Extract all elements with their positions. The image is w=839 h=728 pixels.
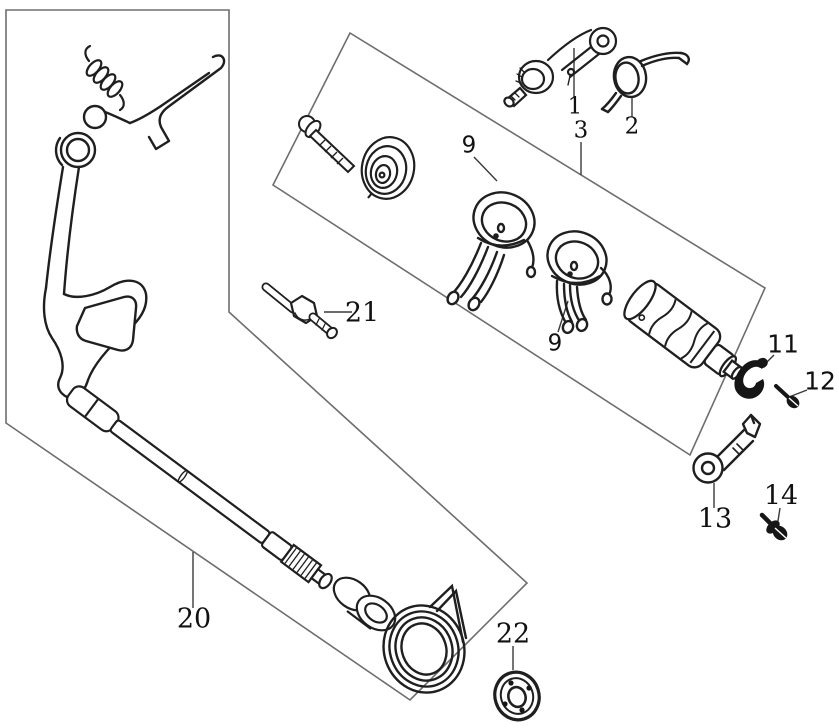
part-label-2: 2 [624, 113, 640, 140]
part-label-21: 21 [344, 297, 380, 329]
part-label-11: 11 [767, 329, 799, 359]
part-label-9a: 9 [461, 132, 477, 159]
stopper-arm-bolt [759, 512, 788, 541]
shift-fork-right [546, 230, 613, 335]
pedal-and-spindle-box-outline [5, 9, 529, 702]
part-label-3: 3 [573, 117, 589, 144]
stopper-cam-disc [360, 136, 416, 200]
gearshift-pedal [42, 54, 226, 399]
part-label-20: 20 [176, 603, 212, 635]
shift-fork-left [446, 191, 537, 312]
part-label-12: 12 [804, 366, 836, 396]
shift-arm-assembly [503, 26, 618, 108]
leader-lines [192, 48, 808, 670]
pedal-return-spring [84, 44, 125, 112]
leader-line-14 [777, 507, 781, 522]
gearshift-spindle [65, 385, 333, 590]
spindle-collar [332, 576, 397, 632]
part-label-14: 14 [763, 480, 799, 512]
spindle-torsion-spring [382, 583, 468, 694]
leader-line-9a [473, 156, 498, 182]
part-label-13: 13 [697, 503, 733, 535]
shift-arm-spring [600, 51, 690, 114]
shift-drum [623, 279, 743, 381]
side-cam-plate [734, 357, 768, 399]
cam-plate-bolt [774, 384, 800, 409]
stopper-arm [692, 413, 762, 484]
part-label-1: 1 [567, 93, 583, 120]
pivot-stud [261, 282, 338, 340]
part-label-9b: 9 [547, 330, 563, 357]
bearing-washer [493, 670, 541, 722]
fork-assembly-box-outline [271, 31, 767, 457]
part-label-22: 22 [495, 618, 531, 650]
stopper-plate-bolt [298, 115, 356, 174]
